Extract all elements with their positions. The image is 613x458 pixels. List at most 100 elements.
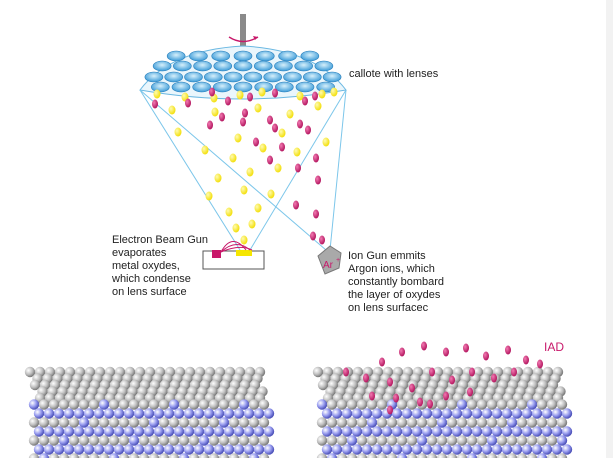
atom [371,444,383,455]
atom [153,426,165,437]
atom [556,435,568,446]
oxide-vapor-particle [236,90,244,100]
atom [53,408,65,419]
argon-ion-particle [209,87,215,97]
atom [168,417,180,428]
atom [143,444,155,455]
atom [481,408,493,419]
atom [561,408,573,419]
atom [248,417,260,428]
oxide-vapor-particle [278,128,286,138]
atom [68,399,80,410]
atom [213,444,225,455]
atom [183,444,195,455]
argon-ion-particle [267,115,273,125]
atom [78,453,90,458]
lens [192,81,211,93]
iad-argon-ion [469,367,475,377]
lens [211,50,231,62]
atom [451,444,463,455]
atom [326,417,338,428]
atom [108,435,120,446]
atom [321,426,333,437]
atom [356,399,368,410]
atom [561,444,573,455]
atom [133,408,145,419]
atom [198,399,210,410]
atom [476,417,488,428]
atom [258,399,270,410]
atom [386,417,398,428]
atom [243,444,255,455]
atom [331,444,343,455]
atom [38,435,50,446]
atom [446,435,458,446]
atom [446,453,458,458]
atom [243,426,255,437]
atom [48,453,60,458]
atom [213,408,225,419]
atom [83,408,95,419]
atom [506,399,518,410]
atom [93,426,105,437]
atom [223,444,235,455]
atom [536,417,548,428]
atom [496,417,508,428]
atom [491,408,503,419]
atom [228,417,240,428]
atom [531,408,543,419]
atom [29,379,41,391]
atom [253,444,265,455]
atom [331,408,343,419]
atom [33,426,45,437]
atom [351,408,363,419]
atom [133,426,145,437]
electron-beam-gun-icon [202,241,265,270]
atom [316,453,328,458]
atom [263,426,275,437]
atom [113,426,125,437]
atom [28,417,40,428]
atom [33,408,45,419]
atom [28,435,40,446]
atom [516,435,528,446]
atom [73,408,85,419]
atom [366,399,378,410]
atom [336,435,348,446]
callote-label: callote with lenses [349,68,439,80]
atom [198,435,210,446]
atom [461,426,473,437]
atom [118,417,130,428]
atom [88,453,100,458]
atom [361,426,373,437]
atom [103,408,115,419]
atom [128,435,140,446]
atom [401,426,413,437]
atom [381,426,393,437]
atom [411,408,423,419]
atom [63,426,75,437]
lens [189,50,208,62]
atom [138,453,150,458]
atom [143,426,155,437]
atom [531,444,543,455]
lens [294,60,313,72]
lens [316,81,335,93]
atom [421,408,433,419]
oxide-vapor-particle [293,147,301,157]
particles [152,87,338,245]
oxide-vapor-particle [258,87,266,97]
atom [78,399,90,410]
atom [511,426,523,437]
atom [356,453,368,458]
oxide-vapor-particle [267,189,275,199]
atom [218,453,230,458]
atom [173,426,185,437]
atom [312,366,324,378]
atom [366,453,378,458]
atom [366,417,378,428]
argon-ion-particle [319,235,325,245]
calotte-lenses [144,50,342,93]
atom [526,417,538,428]
atom [546,417,558,428]
